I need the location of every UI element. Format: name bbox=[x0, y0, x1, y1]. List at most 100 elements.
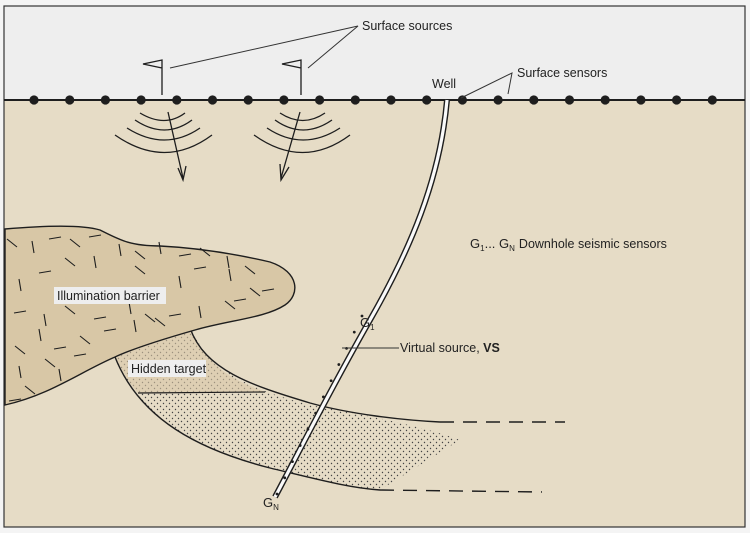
illumination-barrier-body bbox=[4, 225, 296, 406]
downhole-sensor bbox=[306, 427, 310, 431]
texture-tick bbox=[64, 305, 76, 315]
texture-tick bbox=[134, 265, 146, 275]
texture-tick bbox=[18, 365, 22, 379]
texture-tick bbox=[58, 368, 62, 382]
texture-tick bbox=[118, 243, 122, 257]
texture-tick bbox=[93, 316, 107, 320]
surface-sensor bbox=[707, 95, 717, 105]
arrow-icon bbox=[167, 111, 187, 183]
virtual-source-text: Virtual source, bbox=[400, 341, 483, 355]
texture-tick bbox=[14, 345, 26, 355]
downhole-sensor bbox=[283, 476, 287, 480]
surface-sensor bbox=[100, 95, 110, 105]
legend-sub-1: 1 bbox=[480, 244, 485, 253]
downhole-sensor bbox=[337, 363, 341, 366]
g1-sub: 1 bbox=[370, 323, 375, 332]
texture-tick bbox=[24, 385, 36, 395]
surface-source-2 bbox=[253, 59, 351, 183]
texture-tick bbox=[38, 328, 42, 342]
surface-sensor bbox=[29, 95, 39, 105]
downhole-sensor bbox=[321, 395, 325, 399]
arrow-icon bbox=[279, 111, 301, 183]
texture-tick bbox=[43, 313, 47, 327]
surface-sensor bbox=[600, 95, 610, 105]
surface-sensor bbox=[207, 95, 218, 105]
downhole-sensor bbox=[360, 314, 364, 318]
texture-tick bbox=[158, 241, 162, 255]
frame bbox=[3, 5, 746, 528]
surface-sources-leaders bbox=[169, 25, 359, 69]
texture-tick bbox=[193, 266, 207, 270]
texture-tick bbox=[93, 255, 97, 269]
texture-tick bbox=[69, 238, 81, 248]
surface-sensor bbox=[457, 95, 467, 105]
hidden-target-label: Hidden target bbox=[131, 362, 207, 376]
surface-sensor bbox=[672, 95, 682, 105]
surface-sensor bbox=[386, 95, 396, 105]
texture-tick bbox=[224, 300, 236, 310]
well-label: Well bbox=[432, 77, 456, 91]
target-lower-dashes bbox=[379, 489, 543, 493]
surface-source-1 bbox=[114, 59, 213, 183]
surface-sensors bbox=[29, 95, 717, 105]
gn-sub: N bbox=[273, 503, 279, 512]
surface-sensor bbox=[422, 95, 432, 105]
g1-label: G1 bbox=[360, 315, 375, 332]
gn-letter: G bbox=[263, 495, 273, 510]
surface-sensor bbox=[636, 95, 646, 105]
texture-tick bbox=[133, 319, 137, 333]
texture-tick bbox=[228, 268, 232, 282]
texture-tick bbox=[199, 247, 211, 257]
texture-tick bbox=[8, 398, 22, 402]
texture-tick bbox=[73, 353, 87, 357]
flag-icon bbox=[281, 59, 302, 95]
texture-tick bbox=[38, 270, 52, 274]
surface-sensor bbox=[243, 95, 253, 105]
texture-tick bbox=[48, 236, 62, 240]
texture-tick bbox=[88, 234, 102, 238]
surface-sensor bbox=[529, 95, 539, 105]
legend-g: G bbox=[470, 236, 480, 251]
surface-sensor bbox=[136, 95, 146, 105]
texture-tick bbox=[198, 305, 202, 319]
surface-sources-label: Surface sources bbox=[362, 19, 452, 33]
surface-sensor bbox=[65, 95, 75, 105]
texture-tick bbox=[226, 255, 230, 269]
barrier-texture bbox=[6, 234, 275, 402]
downhole-sensor bbox=[329, 379, 333, 383]
vs-text: VS bbox=[483, 341, 500, 355]
texture-tick bbox=[233, 298, 247, 302]
downhole-sensor bbox=[275, 492, 279, 496]
virtual-source-label: Virtual source, VS bbox=[400, 341, 500, 355]
surface-sensor bbox=[315, 95, 325, 105]
flag-icon bbox=[142, 59, 163, 95]
sky-region bbox=[4, 6, 745, 100]
texture-tick bbox=[64, 257, 76, 267]
texture-tick bbox=[6, 238, 18, 248]
wavefront-arcs bbox=[253, 112, 351, 154]
downhole-sensor bbox=[291, 460, 294, 464]
texture-tick bbox=[13, 310, 27, 314]
illumination-barrier-label: Illumination barrier bbox=[57, 289, 160, 303]
surface-sensor bbox=[172, 95, 182, 105]
texture-tick bbox=[261, 288, 275, 292]
target-lower-boundary bbox=[114, 356, 381, 491]
legend-sub-n: N bbox=[509, 244, 515, 253]
downhole-sensor bbox=[298, 444, 302, 447]
texture-tick bbox=[178, 275, 182, 289]
texture-tick bbox=[44, 358, 56, 368]
surface-sensors-leaders bbox=[460, 72, 513, 99]
texture-tick bbox=[79, 335, 91, 345]
g1-letter: G bbox=[360, 315, 370, 330]
target-label-bg bbox=[128, 360, 206, 377]
target-inner-line bbox=[137, 391, 266, 394]
surface-sensor bbox=[493, 95, 503, 105]
texture-tick bbox=[154, 317, 166, 327]
texture-tick bbox=[134, 250, 146, 260]
downhole-sensor bbox=[352, 330, 356, 334]
surface-sensors-label: Surface sensors bbox=[517, 66, 607, 80]
barrier-label-bg bbox=[54, 287, 166, 304]
legend-description: Downhole seismic sensors bbox=[519, 237, 667, 251]
